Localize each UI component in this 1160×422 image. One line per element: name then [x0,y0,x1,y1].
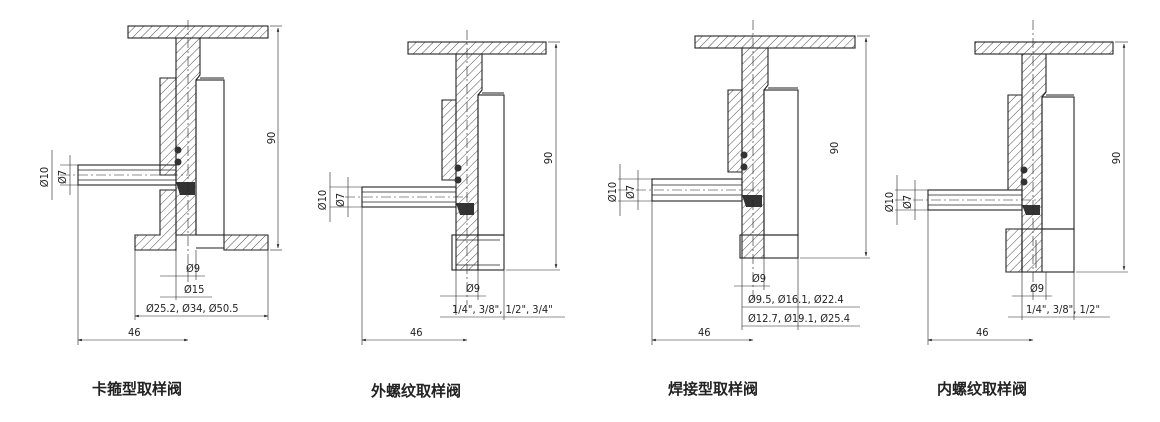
inner-dia-label: Ø7 [901,195,914,209]
bore-dia-label: Ø9 [466,282,480,295]
seal-ring [176,182,195,195]
handle-plate [127,25,269,39]
seal-ring [742,195,762,207]
inner-dia-label: Ø7 [56,170,69,184]
valve-bore [477,94,505,236]
seal-ring [1022,205,1040,215]
height-label: 90 [265,132,278,145]
inner-dia-label: Ø7 [624,185,637,199]
clamp-size-label: Ø25.2, Ø34, Ø50.5 [146,302,239,315]
o-ring [174,146,182,154]
height-label: 90 [542,152,555,165]
inner-dia-label: Ø7 [334,193,347,207]
female-thread [1021,228,1075,273]
body-left [159,77,177,176]
outer-dia-label: Ø10 [38,167,51,187]
o-ring [740,151,748,159]
seal-ring [456,203,474,215]
outer-dia-label: Ø10 [883,192,896,212]
thread-size-label: 1/4", 3/8", 1/2", 3/4" [452,303,553,316]
weld-inner-label: Ø9.5, Ø16.1, Ø22.4 [748,293,844,306]
o-ring [1020,166,1028,174]
outer-dia-label: Ø10 [606,182,619,202]
clamp-flange-right [223,234,269,251]
weld-tube-end [739,234,799,259]
clamp-type-valve-drawing: 90 Ø10 Ø7 Ø9 Ø15 Ø25.2, Ø34, Ø50.5 46 [38,20,282,345]
length-label: 46 [128,326,141,339]
female-thread-wall [1005,228,1023,273]
body-left [441,99,457,181]
length-label: 46 [976,326,989,339]
handle-plate [694,35,856,49]
body-left [727,89,743,173]
caption-weld-type: 焊接型取样阀 [668,380,759,398]
o-ring [454,164,462,172]
valve-bore [1041,96,1075,230]
clamp-flange-left [134,189,177,251]
height-label: 90 [1110,152,1123,165]
bore-dia-label: Ø9 [1030,282,1044,295]
handle-plate [974,41,1114,55]
thread-size-label: 1/4", 3/8", 1/2" [1026,303,1100,316]
valve-bore [195,79,225,236]
bore-dia-label: Ø9 [752,272,766,285]
bore-dia-label: Ø9 [186,262,200,275]
caption-clamp-type: 卡箍型取样阀 [92,380,183,398]
handle-plate [407,41,547,55]
weld-outer-label: Ø12.7, Ø19.1, Ø25.4 [748,312,850,325]
length-label: 46 [698,326,711,339]
weld-type-valve-drawing: 90 Ø10 Ø7 Ø9 Ø9.5, Ø16.1, Ø22.4 Ø12.7, Ø… [606,20,870,345]
caption-female-thread: 内螺纹取样阀 [937,380,1028,398]
caption-male-thread: 外螺纹取样阀 [371,382,462,400]
length-label: 46 [410,326,423,339]
inner-bore-label: Ø15 [184,283,204,296]
body-left [1007,94,1023,191]
valve-bore [763,89,799,236]
male-thread-valve-drawing: 90 Ø10 Ø7 Ø9 1/4", 3/8", 1/2", 3/4" 46 [316,30,565,345]
height-label: 90 [828,142,841,155]
outlet-pipe [651,178,743,202]
female-thread-valve-drawing: 90 Ø10 Ø7 Ø9 1/4", 3/8", 1/2" 46 [883,20,1128,345]
outer-dia-label: Ø10 [316,190,329,210]
